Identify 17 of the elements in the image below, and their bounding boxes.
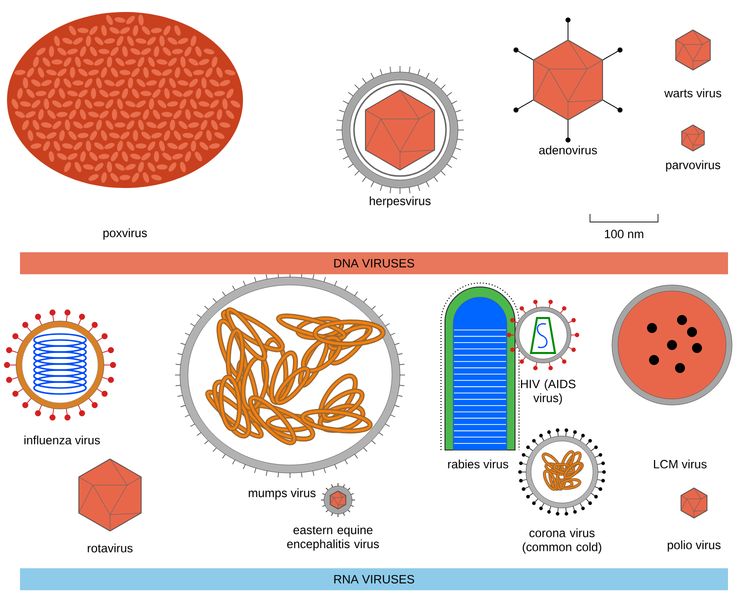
virus-label: rabies virus [448,460,508,468]
virus-label: rotavirus [88,544,133,552]
virus-label: influenza virus [24,436,100,444]
virus-label: corona virus (common cold) [522,528,602,554]
virus-label: warts virus [664,88,722,98]
virus-label: poxvirus [103,228,147,240]
virus-label: polio virus [668,540,721,552]
virus-label: mumps virus [248,488,316,500]
virus-label: herpesvirus [370,196,431,208]
virus-label: eastern equine encephalitis virus [287,525,379,551]
virus-label: adenovirus [539,146,597,154]
virus-label: HIV (AIDS virus) [521,379,576,405]
virus-label: LCM virus [654,460,707,468]
band: RNA VIRUSES [20,568,728,590]
band: DNA VIRUSES [20,252,728,274]
virus-label: parvovirus [666,160,720,172]
virus-label: 100 nm [604,230,644,238]
